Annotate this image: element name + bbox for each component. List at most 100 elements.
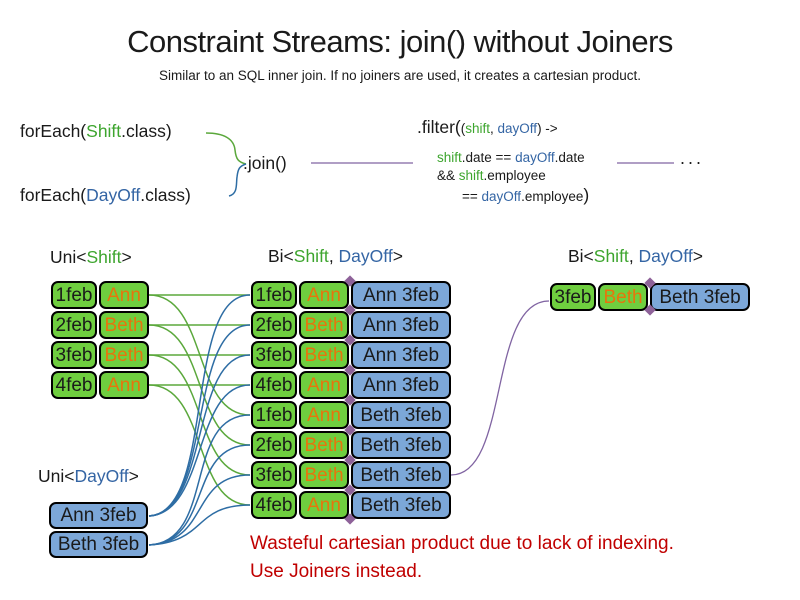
code-foreach-dayoff: forEach(DayOff.class) — [20, 185, 191, 206]
label-shift: Shift — [293, 246, 329, 266]
page-title: Constraint Streams: join() without Joine… — [127, 24, 673, 59]
code-dayoff-param: dayOff — [497, 121, 538, 136]
code-text: .class) — [121, 121, 172, 141]
shift-date-cell: 1feb — [251, 401, 297, 429]
code-text: .date == — [461, 150, 516, 165]
uni-shift-row: 1feb Ann — [51, 281, 149, 309]
dayoff-value: Ann 3feb — [362, 344, 440, 366]
shift-employee-cell: Beth — [299, 461, 349, 489]
shift-employee: Ann — [307, 404, 341, 426]
bi-filtered-label: Bi<Shift, DayOff> — [568, 246, 703, 267]
bi-filtered-row: 3feb Beth Beth 3feb — [550, 283, 750, 311]
shift-date-cell: 4feb — [251, 491, 297, 519]
label-dayoff: DayOff — [338, 246, 393, 266]
code-text: .class) — [140, 185, 191, 205]
shift-date: 3feb — [255, 344, 293, 366]
bi-join-row: 2feb Beth Beth 3feb — [251, 431, 451, 459]
shift-employee: Ann — [307, 284, 341, 306]
shift-date-cell: 3feb — [251, 461, 297, 489]
shift-employee-cell: Ann — [299, 371, 349, 399]
shift-date-cell: 1feb — [51, 281, 97, 309]
code-filter-line3: && shift.employee — [437, 164, 546, 185]
code-text: .filter( — [417, 117, 461, 137]
shift-date: 3feb — [255, 464, 293, 486]
shift-employee-cell: Ann — [299, 491, 349, 519]
shift-employee: Ann — [307, 374, 341, 396]
shift-employee: Ann — [307, 494, 341, 516]
shift-date: 1feb — [255, 284, 293, 306]
code-text: && — [437, 168, 459, 183]
code-filter-line2: shift.date == dayOff.date — [437, 146, 585, 167]
code-text: , — [490, 121, 498, 136]
shift-employee: Ann — [107, 284, 141, 306]
warning-line2: Use Joiners instead. — [250, 561, 423, 582]
code-shift-param: shift — [437, 150, 462, 165]
code-text: ) -> — [537, 121, 558, 136]
shift-date: 2feb — [255, 434, 293, 456]
bi-join-row: 4feb Ann Ann 3feb — [251, 371, 451, 399]
label-text: Uni< — [50, 247, 87, 267]
shift-date-cell: 4feb — [251, 371, 297, 399]
code-text: .employee — [521, 189, 584, 204]
uni-dayoff-label: Uni<DayOff> — [38, 466, 139, 487]
dayoff-value: Beth 3feb — [360, 464, 442, 486]
shift-date-cell: 4feb — [51, 371, 97, 399]
dayoff-cell: Ann 3feb — [351, 281, 451, 309]
shift-employee: Beth — [104, 344, 144, 366]
code-filter-line4: == dayOff.employee) — [462, 185, 589, 206]
shift-employee-cell: Ann — [99, 281, 149, 309]
shift-date: 4feb — [255, 374, 293, 396]
dayoff-cell: Ann 3feb — [351, 371, 451, 399]
dayoff-cell: Beth 3feb — [351, 461, 451, 489]
code-join: .join() — [243, 153, 287, 173]
bi-join-row: 3feb Beth Ann 3feb — [251, 341, 451, 369]
label-shift: Shift — [593, 246, 629, 266]
label-text: > — [692, 246, 703, 266]
dayoff-value: Beth 3feb — [360, 404, 442, 426]
dayoff-cell: Beth 3feb — [351, 401, 451, 429]
shift-employee-cell: Beth — [598, 283, 648, 311]
shift-date-cell: 1feb — [251, 281, 297, 309]
dayoff-connectors — [148, 163, 251, 546]
label-shift: Shift — [86, 247, 122, 267]
shift-employee-cell: Beth — [99, 341, 149, 369]
shift-date: 2feb — [55, 314, 93, 336]
code-dayoff-param: dayOff — [481, 189, 522, 204]
dayoff-cell: Beth 3feb — [49, 531, 148, 558]
code-text: ) — [583, 185, 590, 205]
uni-shift-row: 3feb Beth — [51, 341, 149, 369]
code-shift-param: shift — [465, 121, 491, 136]
uni-dayoff-row: Beth 3feb — [49, 531, 148, 558]
dayoff-cell: Beth 3feb — [650, 283, 750, 311]
dayoff-cell: Beth 3feb — [351, 431, 451, 459]
warning-line1: Wasteful cartesian product due to lack o… — [250, 533, 674, 554]
shift-employee-cell: Beth — [299, 431, 349, 459]
bi-join-label: Bi<Shift, DayOff> — [268, 246, 403, 267]
dayoff-value: Ann 3feb — [60, 505, 137, 526]
code-ellipsis: ... — [680, 148, 705, 168]
shift-date-cell: 3feb — [51, 341, 97, 369]
join-filter-connectors — [311, 162, 674, 476]
bi-join-row: 2feb Beth Ann 3feb — [251, 311, 451, 339]
code-filter-line1: .filter((shift, dayOff) -> — [417, 117, 558, 138]
shift-date: 3feb — [55, 344, 93, 366]
shift-employee-cell: Beth — [299, 311, 349, 339]
label-text: , — [328, 246, 339, 266]
uni-shift-row: 4feb Ann — [51, 371, 149, 399]
shift-employee-cell: Beth — [299, 341, 349, 369]
shift-employee: Ann — [107, 374, 141, 396]
dayoff-value: Beth 3feb — [659, 286, 741, 308]
label-text: > — [121, 247, 132, 267]
shift-employee: Beth — [304, 314, 344, 336]
shift-date-cell: 2feb — [51, 311, 97, 339]
shift-employee: Beth — [304, 434, 344, 456]
code-dayoff-class: DayOff — [86, 185, 141, 205]
dayoff-cell: Ann 3feb — [351, 341, 451, 369]
code-shift-param: shift — [458, 168, 484, 183]
code-text: == — [462, 189, 482, 204]
shift-employee-cell: Ann — [299, 401, 349, 429]
code-shift-class: Shift — [86, 121, 122, 141]
shift-date: 4feb — [255, 494, 293, 516]
dayoff-value: Beth 3feb — [360, 494, 442, 516]
